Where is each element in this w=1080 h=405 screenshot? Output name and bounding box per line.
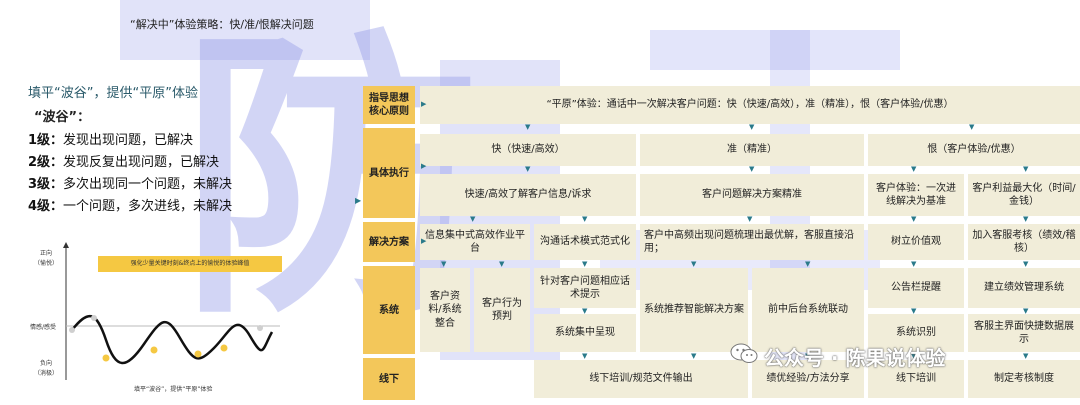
header-offline: 线下 (363, 358, 415, 400)
arrow-down-icon: ▼ (441, 260, 447, 268)
pillar-ruthless: 恨（客户体验/优惠） (868, 134, 1080, 166)
pillar-fast: 快（快速/高效） (420, 134, 636, 166)
arrow-down-icon: ▼ (582, 215, 588, 223)
arrow-right-icon: ▶ (421, 100, 427, 108)
wave-neg-sub: （消极） (34, 370, 59, 377)
solution-4: 树立价值观 (868, 224, 964, 260)
arrow-down-icon: ▼ (582, 352, 588, 360)
level-item: 3级：多次出现同一个问题，未解决 (28, 177, 233, 192)
system-j: 客服主界面快捷数据展示 (968, 314, 1080, 352)
exec-ruthless-1: 客户体验：一次进线解决为基准 (868, 174, 964, 216)
arrow-down-icon: ▼ (1023, 307, 1029, 315)
arrow-down-icon: ▼ (1023, 260, 1029, 268)
wave-banner: 强化少量关键时刻&终点上的愉悦的体验峰值 (98, 256, 282, 272)
wave-mid-label: 情感/感受 (30, 324, 57, 331)
system-c: 针对客户问题相应话术提示 (534, 268, 636, 308)
pillar-accurate: 准（精准） (640, 134, 864, 166)
principle-cell: “平原”体验：通话中一次解决客户问题：快（快速/高效），准（精准），恨（客户体验… (420, 86, 1080, 124)
arrow-down-icon: ▼ (747, 215, 753, 223)
arrow-down-icon: ▼ (691, 260, 697, 268)
arrow-down-icon: ▼ (525, 123, 531, 131)
arrow-down-icon: ▼ (805, 260, 811, 268)
solution-2: 沟通话术模式范式化 (534, 224, 636, 260)
arrow-down-icon: ▼ (499, 260, 505, 268)
system-i: 建立绩效管理系统 (968, 268, 1080, 308)
wave-pos-label: 正向 (40, 250, 53, 257)
header-system: 系统 (363, 266, 415, 354)
wave-pos-sub: （愉悦） (34, 260, 59, 267)
arrow-down-icon: ▼ (911, 260, 917, 268)
bogu-title: “波谷”： (34, 110, 91, 125)
arrow-down-icon: ▼ (470, 215, 476, 223)
level-item: 2级：发现反复出现问题，已解决 (28, 155, 220, 170)
arrow-down-icon: ▼ (969, 123, 975, 131)
arrow-right-icon: ▶ (421, 237, 427, 245)
arrow-down-icon: ▼ (582, 307, 588, 315)
arrow-down-icon: ▼ (911, 165, 917, 173)
system-h: 系统识别 (868, 314, 964, 352)
arrow-down-icon: ▼ (911, 352, 917, 360)
system-f: 前中后台系统联动 (752, 268, 864, 352)
solution-1: 信息集中式高效作业平台 (420, 224, 530, 260)
offline-a: 线下培训/规范文件输出 (534, 360, 748, 398)
system-d: 系统集中呈现 (534, 314, 636, 352)
system-g: 公告栏提醒 (868, 268, 964, 308)
arrow-down-icon: ▼ (582, 260, 588, 268)
exec-ruthless-2: 客户利益最大化（时间/金钱） (968, 174, 1080, 216)
header-principle: 指导思想 核心原则 (363, 86, 415, 124)
header-execution: 具体执行 (363, 128, 415, 218)
solution-5: 加入客服考核（绩效/稽核） (968, 224, 1080, 260)
exec-accurate: 客户问题解决方案精准 (640, 174, 864, 216)
emotion-wave-diagram: 强化少量关键时刻&终点上的愉悦的体验峰值 正向 （愉悦） 情感/感受 负向 （消… (10, 240, 300, 400)
arrow-right-icon: ▶ (421, 162, 427, 170)
arrow-down-icon: ▼ (749, 123, 755, 131)
header-solution: 解决方案 (363, 222, 415, 262)
arrow-down-icon: ▼ (1023, 352, 1029, 360)
wave-caption: 填平“波谷”，提供“平原”体验 (134, 386, 213, 393)
system-a: 客户资料/系统整合 (420, 268, 470, 352)
arrow-down-icon: ▼ (911, 215, 917, 223)
system-e: 系统推荐智能解决方案 (640, 268, 748, 352)
wechat-icon (730, 343, 758, 363)
strategy-title: “解决中”体验策略：快/准/恨解决问题 (130, 18, 314, 31)
brand-watermark: 公众号 · 陈果说体验 (764, 346, 946, 370)
connector-arrow-icon: ▶ (355, 196, 362, 205)
watermark-bar (650, 30, 900, 70)
arrow-down-icon: ▼ (749, 165, 755, 173)
solution-3: 客户中高频出现问题梳理出最优解，客服直接沿用； (640, 224, 864, 260)
level-item: 1级：发现出现问题，已解决 (28, 133, 194, 148)
wave-svg (63, 242, 280, 380)
arrow-down-icon: ▼ (805, 352, 811, 360)
offline-c: 线下培训 (868, 360, 964, 398)
arrow-down-icon: ▼ (1023, 215, 1029, 223)
offline-d: 制定考核制度 (968, 360, 1080, 398)
arrow-down-icon: ▼ (525, 165, 531, 173)
exec-fast: 快速/高效了解客户信息/诉求 (420, 174, 636, 216)
arrow-down-icon: ▼ (1023, 165, 1029, 173)
fill-title: 填平“波谷”，提供“平原”体验 (28, 86, 198, 101)
arrow-down-icon: ▼ (691, 352, 697, 360)
offline-b: 绩优经验/方法分享 (752, 360, 864, 398)
system-b: 客户行为预判 (474, 268, 530, 352)
arrow-down-icon: ▼ (911, 307, 917, 315)
level-item: 4级：一个问题，多次进线，未解决 (28, 199, 233, 214)
wave-neg-label: 负向 (40, 360, 53, 367)
